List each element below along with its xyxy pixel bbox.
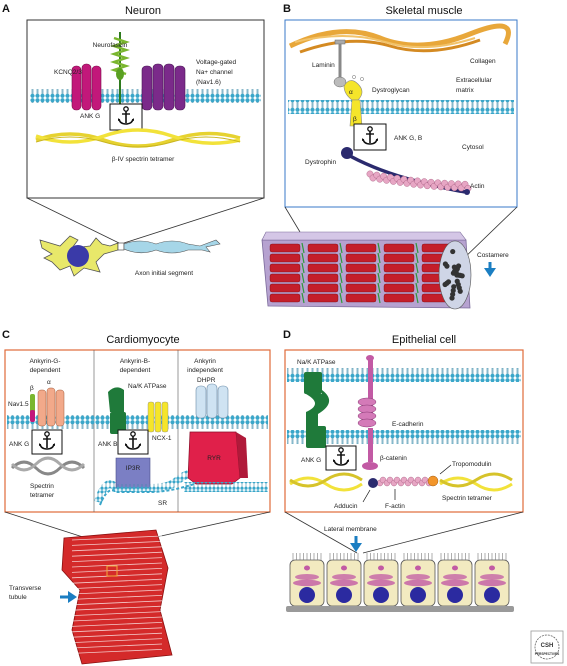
dhpr-channel — [195, 383, 229, 419]
tt-label-1: Transverse — [9, 585, 42, 592]
tropomodulin — [427, 475, 439, 487]
cardio-membrane — [7, 415, 268, 429]
panel-a: A Neuron Ne — [2, 3, 265, 277]
nav15-channel — [30, 387, 65, 427]
tropomodulin-label: Tropomodulin — [452, 461, 492, 468]
dystrophin-label: Dystrophin — [305, 159, 336, 166]
nak-label: Na/K ATPase — [297, 359, 336, 366]
collagen-label: Collagen — [470, 58, 496, 65]
collagen — [288, 23, 511, 54]
nav-label-2: Na+ channel — [196, 69, 233, 76]
cardiomyocyte-cell — [61, 529, 173, 665]
beta-label: β — [30, 385, 34, 392]
neuron-cell — [39, 235, 221, 277]
ecad-label: E-cadherin — [392, 421, 424, 428]
epi-membrane-bottom — [287, 430, 521, 444]
ncx-channel — [147, 401, 169, 433]
spectrin-tetramer — [10, 456, 86, 476]
col1-label-1: Ankyrin-G- — [29, 358, 60, 365]
e-cadherin — [357, 355, 378, 470]
ip3r-label: IP3R — [126, 465, 141, 472]
sr-label: SR — [158, 500, 167, 507]
adducin — [368, 478, 378, 488]
panel-d-title: Epithelial cell — [392, 334, 456, 346]
ankb-label: ANK B — [98, 441, 118, 448]
epi-membrane-top — [287, 368, 521, 382]
beta-label: β — [353, 116, 357, 123]
nav15-label: Nav1.5 — [8, 401, 29, 408]
panel-b: B Skeletal muscle Collagen Laminin α β D… — [261, 3, 518, 310]
panel-c-title: Cardiomyocyte — [106, 334, 179, 346]
neurofascin-label: Neurofascin — [93, 42, 128, 49]
ryr-label: RYR — [207, 455, 221, 462]
cytosol-label: Cytosol — [462, 144, 484, 151]
dhpr-label: DHPR — [197, 377, 216, 384]
col3-label-2: independent — [187, 367, 223, 374]
tt-arrow — [60, 591, 77, 603]
costamere-label: Costamere — [477, 252, 509, 259]
tt-label-2: tubule — [9, 594, 27, 601]
ncx-label: NCX-1 — [152, 435, 172, 442]
kcnq-label: KCNQ2/3 — [54, 69, 82, 76]
nav-label-1: Voltage-gated — [196, 59, 237, 66]
panel-d-letter: D — [283, 329, 291, 341]
nak-atpase — [108, 387, 126, 434]
col3-label-1: Ankyrin — [194, 358, 216, 365]
logo-line1: CSH — [541, 643, 554, 649]
spectrin-tetramer — [35, 128, 241, 148]
kcnq-channel — [71, 63, 102, 111]
panel-d: D Epithelial cell Na/K ATPase E-cadherin… — [283, 329, 524, 612]
spectrin-label: Spectrin tetramer — [442, 495, 493, 502]
lateral-arrow — [350, 536, 362, 552]
panel-a-title: Neuron — [125, 5, 161, 17]
extracellular-label-1: Extracellular — [456, 77, 493, 84]
muscle-membrane — [288, 100, 514, 114]
ryr-channel — [187, 431, 248, 485]
spectrin-label-1: Spectrin — [30, 483, 54, 490]
ankgb-label: ANK G, B — [394, 135, 422, 142]
spectrin-tetramer — [289, 472, 513, 492]
alpha-label: α — [47, 379, 51, 386]
panel-c: C Cardiomyocyte Ankyrin-G- dependent Ank… — [2, 329, 271, 665]
ankg-label: ANK G — [80, 113, 100, 120]
basement-membrane — [286, 606, 514, 612]
dystroglycan — [343, 75, 364, 127]
costamere-arrow — [484, 262, 496, 277]
ankg-label: ANK G — [9, 441, 29, 448]
panel-b-title: Skeletal muscle — [385, 5, 462, 17]
adducin-label: Adducin — [334, 503, 358, 510]
panel-c-letter: C — [2, 329, 10, 341]
csh-perspectives-logo: CSH PERSPECTIVES — [530, 630, 564, 664]
lateral-label: Lateral membrane — [324, 526, 377, 533]
nak-atpase — [304, 372, 330, 448]
col1-label-2: dependent — [30, 367, 61, 374]
col2-label-1: Ankyrin-B- — [120, 358, 150, 365]
epithelial-layer — [289, 553, 510, 607]
actin-label: Actin — [470, 183, 485, 190]
panel-b-letter: B — [283, 3, 291, 15]
alpha-label: α — [349, 89, 353, 96]
ip3r-channel — [115, 457, 151, 489]
nav-label-3: (Nav1.6) — [196, 79, 221, 86]
ankg-label: ANK G — [301, 457, 321, 464]
nak-label: Na/K ATPase — [128, 383, 167, 390]
panel-a-letter: A — [2, 3, 10, 15]
spectrin-label-2: tetramer — [30, 492, 55, 499]
ais-label: Axon initial segment — [135, 270, 193, 277]
dystroglycan-label: Dystroglycan — [372, 87, 410, 94]
actin-filament — [366, 170, 472, 195]
factin-label: F-actin — [385, 503, 405, 510]
sr-membrane-right — [184, 482, 268, 492]
laminin-label: Laminin — [312, 62, 335, 69]
f-actin — [376, 476, 436, 487]
spectrin-label: β-IV spectrin tetramer — [112, 156, 175, 163]
col2-label-2: dependent — [120, 367, 151, 374]
muscle-fiber — [261, 231, 472, 310]
logo-line2: PERSPECTIVES — [535, 652, 559, 656]
laminin — [333, 39, 347, 88]
nav-channel — [141, 63, 186, 111]
bcat-label: β-catenin — [380, 455, 407, 462]
extracellular-label-2: matrix — [456, 87, 474, 94]
